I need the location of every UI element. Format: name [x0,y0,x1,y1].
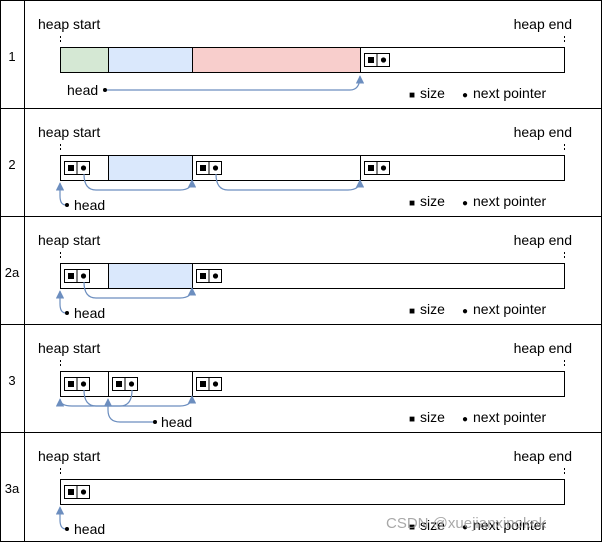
free-block-header [64,161,90,175]
used-block-green [60,47,109,73]
head-label: head [74,197,105,213]
pointer-legend-glyph: ● [462,198,468,209]
head-dot [103,88,107,92]
head-dot [65,311,69,315]
free-block-header [64,377,90,391]
pointer-icon [380,57,387,63]
head-dot [153,420,157,424]
heap-end-label: heap end [514,448,572,464]
size-legend-label: size [420,301,445,317]
pointer-icon [80,165,87,171]
pointer-icon [80,381,87,387]
row-label: 1 [8,49,15,64]
size-legend-label: size [420,517,445,533]
used-block-blue [108,263,193,289]
free-block-header [196,269,222,283]
pointer-legend-glyph: ● [462,522,468,533]
heap-end-label: heap end [514,16,572,32]
pointer-icon [128,381,135,387]
size-legend-glyph: ■ [409,90,415,101]
pointer-legend-glyph: ● [462,90,468,101]
pointer-icon [212,273,219,279]
size-icon [368,57,374,63]
size-icon [200,165,206,171]
pointer-icon [80,489,87,495]
head-arrow [55,290,67,314]
size-icon [116,381,122,387]
used-block-blue [108,47,193,73]
used-block-blue [108,155,193,181]
pointer-icon [212,381,219,387]
size-legend-label: size [420,193,445,209]
size-legend-glyph: ■ [409,414,415,425]
row-label: 2 [8,157,15,172]
size-icon [368,165,374,171]
size-icon [200,381,206,387]
next-pointer-arrow [83,173,197,191]
pointer-legend-label: next pointer [473,301,546,317]
heap-start-label: heap start [38,448,100,464]
used-block-red [192,47,361,73]
heap-end-label: heap end [514,340,572,356]
head-arrow [55,182,67,206]
size-legend-label: size [420,85,445,101]
row-2: 2 heap start heap end head ■ size ● next… [8,124,572,213]
pointer-legend-label: next pointer [473,517,546,533]
head-dot [65,203,69,207]
heap-start-label: heap start [38,16,100,32]
row-3: 3 heap start heap end head ■ size ● next… [8,340,572,430]
heap-end-label: heap end [514,124,572,140]
pointer-legend-label: next pointer [473,85,546,101]
row-label: 2a [5,265,20,280]
free-block-header [64,485,90,499]
heap-bar [60,371,565,397]
head-arrow [103,398,154,423]
head-label: head [161,414,192,430]
free-block-header [64,269,90,283]
head-arrow [106,75,365,91]
heap-end-label: heap end [514,232,572,248]
pointer-legend-glyph: ● [462,414,468,425]
head-label: head [67,82,98,98]
size-icon [68,489,74,495]
size-icon [68,381,74,387]
size-legend-glyph: ■ [409,522,415,533]
heap-start-label: heap start [38,124,100,140]
pointer-icon [80,273,87,279]
pointer-legend-label: next pointer [473,193,546,209]
head-label: head [74,521,105,537]
pointer-icon [380,165,387,171]
row-label: 3 [8,373,15,388]
row-2a: 2a heap start heap end head ■ size ● nex… [5,232,572,321]
size-legend-label: size [420,409,445,425]
row-1: 1 heap start heap end head ■ size ● next… [8,16,572,101]
row-3a: 3a heap start heap end head ■ size ● nex… [5,448,572,537]
pointer-legend-label: next pointer [473,409,546,425]
next-pointer-arrow [215,173,365,191]
free-block-header [364,53,390,67]
size-legend-glyph: ■ [409,198,415,209]
size-icon [200,273,206,279]
head-arrow [55,506,67,530]
free-block-header [364,161,390,175]
row-label: 3a [5,481,20,496]
heap-start-label: heap start [38,232,100,248]
free-block-header [196,161,222,175]
next-pointer-arrow [83,281,197,299]
pointer-legend-glyph: ● [462,306,468,317]
size-icon [68,165,74,171]
free-block-header [196,377,222,391]
heap-bar [60,479,565,505]
head-label: head [74,305,105,321]
next-pointer-arrow [83,389,197,407]
size-icon [68,273,74,279]
watermark: CSDN @xuejianxinokok [386,515,547,532]
pointer-icon [212,165,219,171]
head-dot [65,527,69,531]
heap-start-label: heap start [38,340,100,356]
next-pointer-arrow [55,389,133,407]
size-legend-glyph: ■ [409,306,415,317]
free-block-header [112,377,138,391]
